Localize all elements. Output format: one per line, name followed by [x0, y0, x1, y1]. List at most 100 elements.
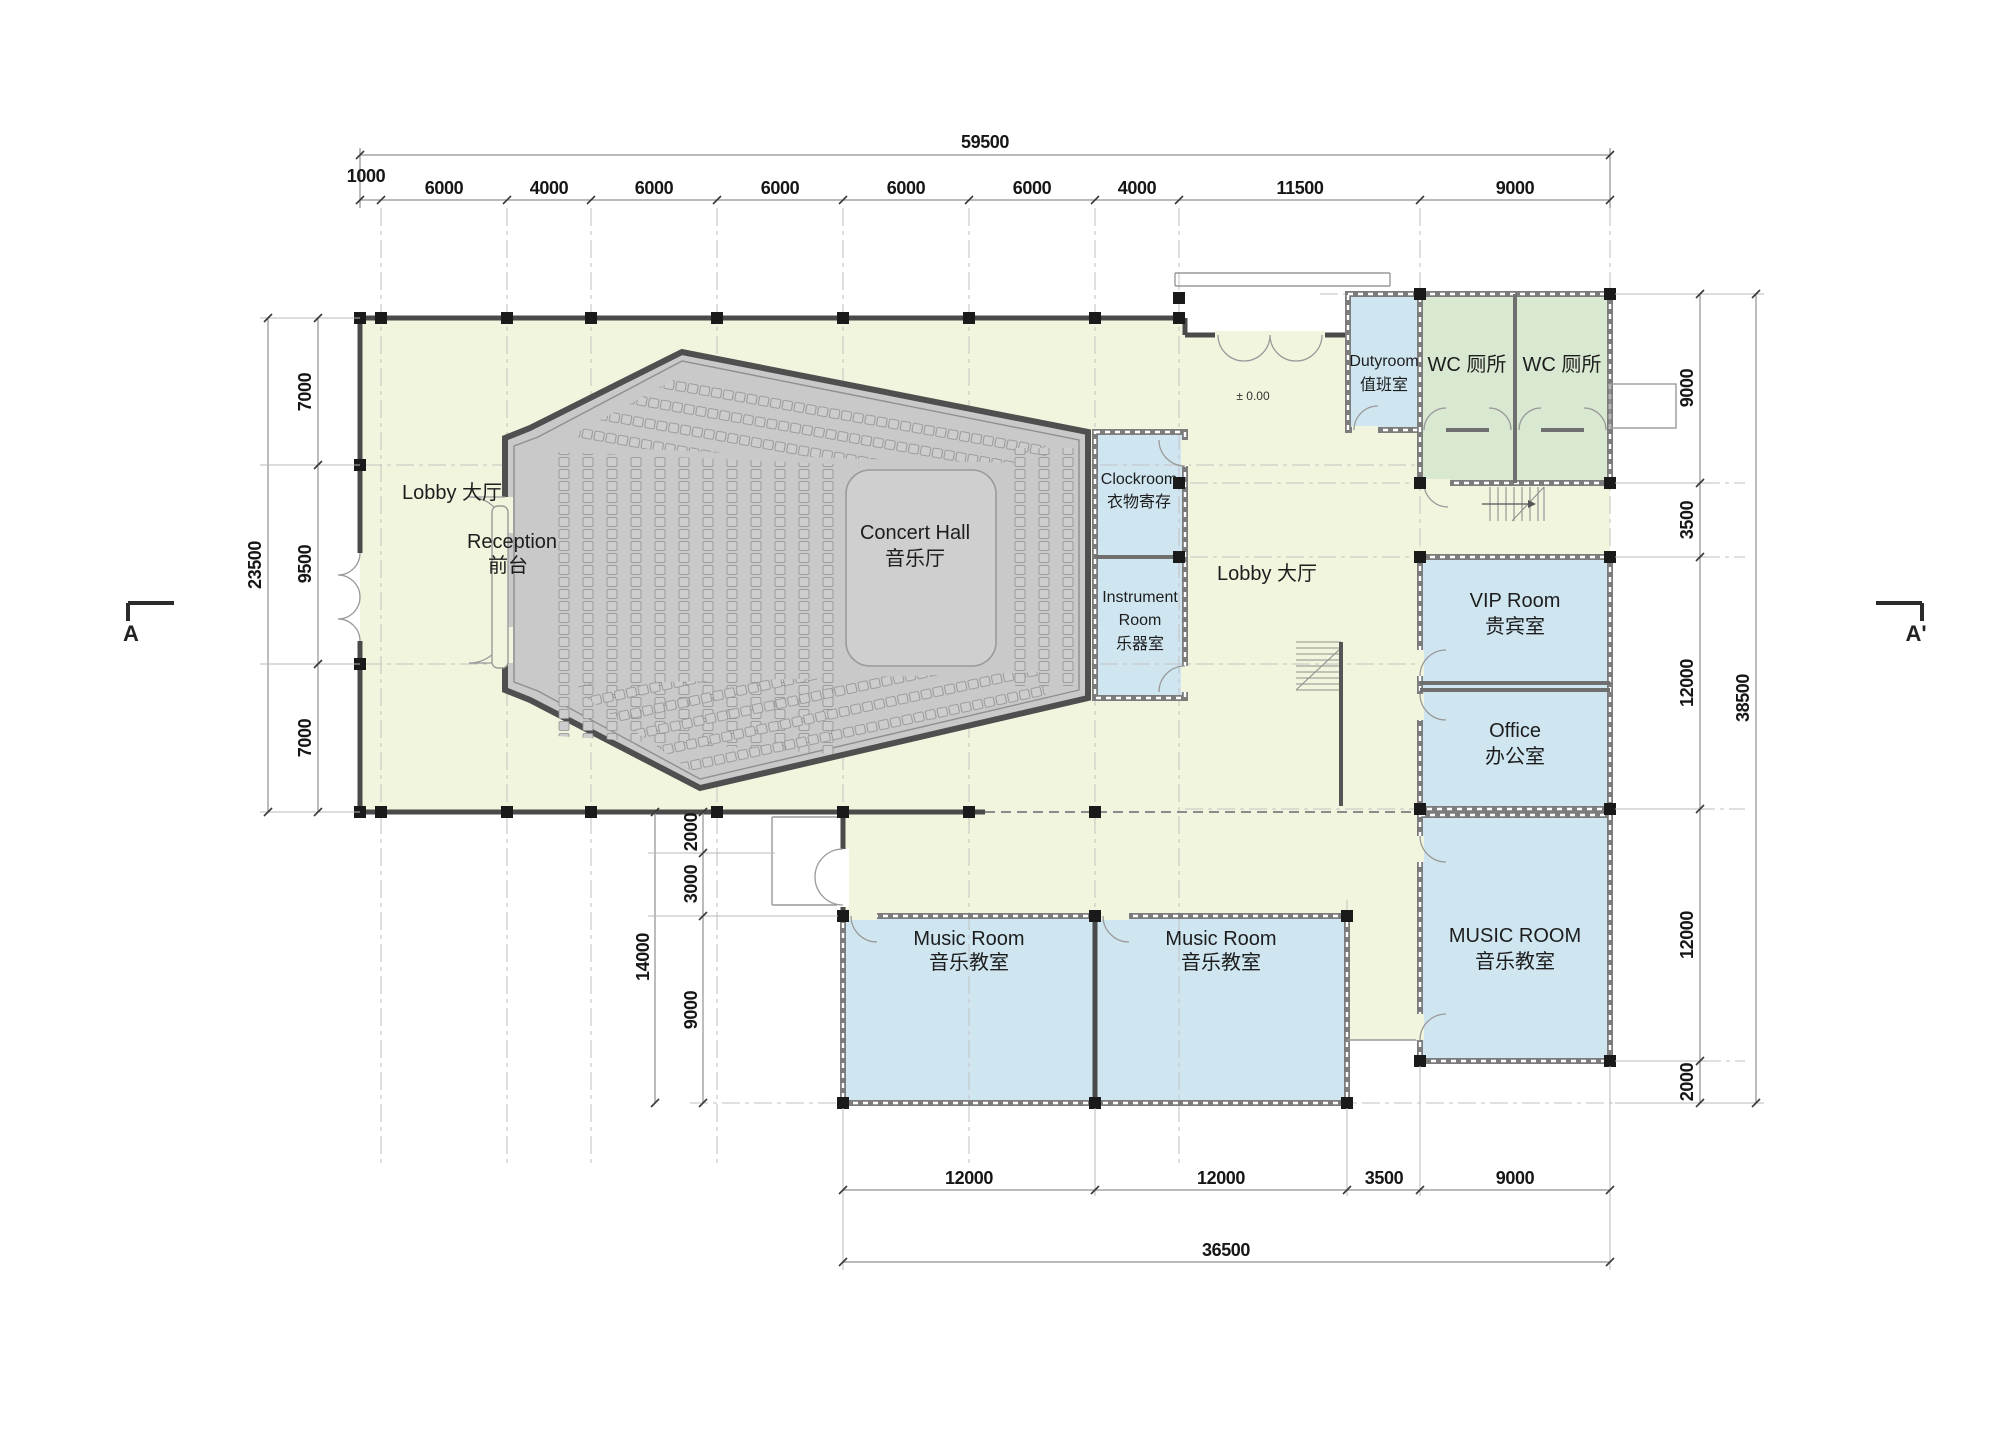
dim-inner-2000: 2000 [681, 812, 701, 851]
vip-door [1419, 649, 1447, 677]
seating-wing-top [578, 372, 1046, 464]
wc1-floor [1420, 294, 1515, 483]
label-music-main-en: MUSIC ROOM [1449, 925, 1581, 947]
music-room-2-floor [1095, 916, 1347, 1103]
label-reception-zh: 前台 [488, 554, 528, 577]
label-reception-en: Reception [467, 531, 557, 553]
wc2-floor [1515, 294, 1610, 483]
dim-bottom-12000a: 12000 [945, 1168, 993, 1188]
label-clockroom-zh: 衣物寄存 [1107, 493, 1171, 511]
music1-door-gap [849, 912, 877, 920]
section-label-right: A' [1905, 621, 1926, 646]
section-marker-left [126, 601, 174, 621]
dim-bottom-12000b: 12000 [1197, 1168, 1245, 1188]
instrument-door-gap [1181, 666, 1189, 692]
label-office-en: Office [1489, 720, 1541, 742]
label-music1-zh: 音乐教室 [929, 951, 1009, 974]
dim-right-12000a: 12000 [1677, 659, 1697, 707]
label-instrument-l1: Instrument [1102, 589, 1178, 606]
entry-vestibule [771, 816, 843, 906]
dim-left-9500: 9500 [295, 544, 315, 583]
instrument-door [1158, 665, 1186, 693]
dim-right-2000: 2000 [1677, 1062, 1697, 1101]
stairs [1295, 486, 1545, 806]
label-concert-en: Concert Hall [860, 522, 970, 544]
dim-top-6000a: 6000 [425, 178, 464, 198]
dim-inner-total: 14000 [633, 933, 653, 981]
dim-top-9000: 9000 [1496, 178, 1535, 198]
dutyroom-door [1353, 405, 1379, 431]
dim-inner-3000: 3000 [681, 864, 701, 903]
stair-lobby [1295, 641, 1342, 691]
stage-platform [845, 469, 997, 667]
label-lobby-right: Lobby 大厅 [1217, 562, 1317, 585]
label-vip-zh: 贵宾室 [1485, 615, 1545, 638]
clockroom-door-gap [1181, 440, 1189, 466]
side-exit-annex [1609, 383, 1677, 429]
seating-front [1004, 448, 1080, 686]
label-clockroom-en: Clockroom [1101, 471, 1177, 488]
dim-right-12000b: 12000 [1677, 911, 1697, 959]
dimension-lines [260, 148, 1764, 1270]
room-labels: Lobby 大厅 Reception 前台 Concert Hall 音乐厅 C… [402, 353, 1601, 974]
label-concert-zh: 音乐厅 [885, 547, 945, 570]
music-main-door1-gap [1416, 836, 1424, 862]
dim-left-total: 23500 [245, 541, 265, 589]
vestibule-door-gap [837, 849, 849, 907]
dim-right-total: 38500 [1733, 674, 1753, 722]
label-music2-en: Music Room [1165, 928, 1276, 950]
dim-inner-9000: 9000 [681, 990, 701, 1029]
dim-top-6000d: 6000 [887, 178, 926, 198]
dim-top-6000e: 6000 [1013, 178, 1052, 198]
music1-door [850, 915, 878, 943]
wc-exit-gap [1424, 479, 1450, 487]
dim-left-7000b: 7000 [295, 718, 315, 757]
entrance-canopy [1174, 272, 1391, 287]
music-main-door2 [1419, 1013, 1447, 1041]
dimension-ticks [263, 150, 1761, 1267]
label-wc2: WC 厕所 [1523, 353, 1602, 376]
clockroom-floor [1095, 432, 1185, 557]
dim-top-1000: 1000 [347, 166, 386, 186]
main-entrance-doors [1217, 334, 1323, 362]
reception-desk [491, 505, 509, 669]
dim-bottom-9000: 9000 [1496, 1168, 1535, 1188]
dim-top-6000c: 6000 [761, 178, 800, 198]
label-dutyroom-zh: 值班室 [1360, 376, 1408, 394]
office-door [1419, 693, 1447, 721]
label-music1-en: Music Room [913, 928, 1024, 950]
instrument-room-floor [1095, 557, 1185, 698]
doors [337, 331, 1607, 1041]
dim-right-3500: 3500 [1677, 500, 1697, 539]
dim-bottom-3500: 3500 [1365, 1168, 1404, 1188]
dimension-labels: 59500 1000 6000 4000 6000 6000 6000 6000… [245, 132, 1753, 1260]
vip-door-gap [1416, 650, 1424, 676]
vip-office-divider [1420, 681, 1610, 692]
dim-top-4000a: 4000 [530, 178, 569, 198]
label-instrument-l2: Room [1119, 612, 1162, 629]
main-block-walls [357, 315, 1348, 916]
dim-right-9000: 9000 [1677, 368, 1697, 407]
label-vip-en: VIP Room [1470, 590, 1561, 612]
section-markers: A A' [123, 601, 1927, 646]
dim-top-4000b: 4000 [1118, 178, 1157, 198]
seating-wing-bottom [578, 672, 1046, 778]
music-main-door2-gap [1416, 1014, 1424, 1040]
dim-top-6000b: 6000 [635, 178, 674, 198]
label-lobby-left: Lobby 大厅 [402, 481, 502, 504]
dutyroom-floor [1348, 294, 1420, 430]
concert-hall [468, 348, 1091, 792]
vestibule-doors [814, 848, 844, 906]
label-music-main-zh: 音乐教室 [1475, 950, 1555, 973]
music2-door-gap [1101, 912, 1129, 920]
wc-doors [1423, 407, 1607, 431]
section-label-left: A [123, 621, 139, 646]
seating-rear [556, 452, 834, 754]
section-marker-right [1876, 601, 1924, 621]
label-music2-zh: 音乐教室 [1181, 951, 1261, 974]
music2-door [1102, 915, 1130, 943]
label-wc1: WC 厕所 [1428, 353, 1507, 376]
dim-top-11500: 11500 [1276, 178, 1323, 198]
